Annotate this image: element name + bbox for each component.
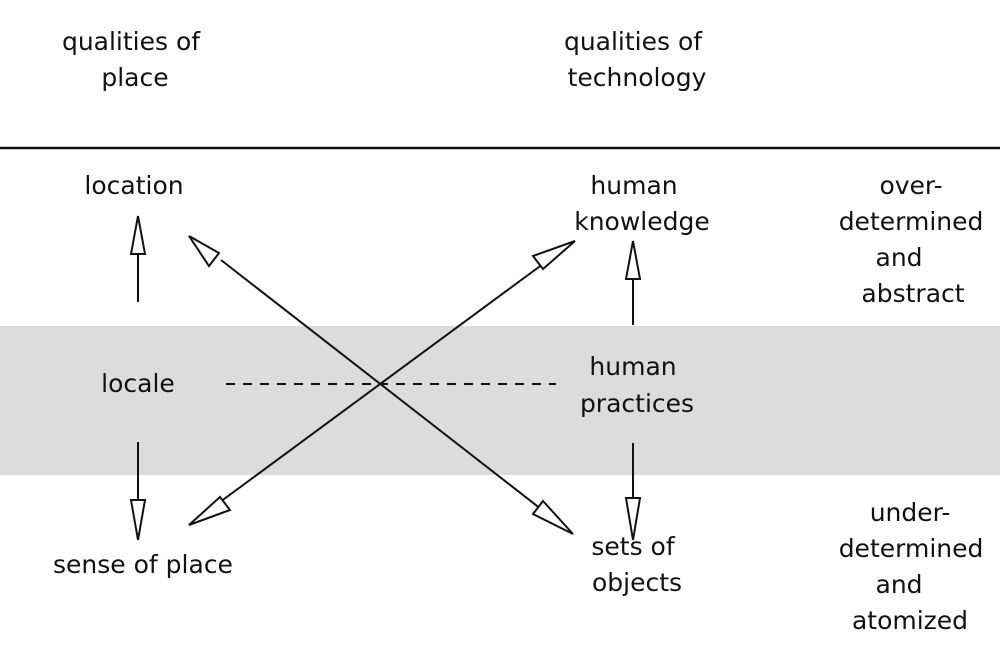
middle-band — [0, 326, 1000, 475]
label-location: location — [84, 171, 183, 200]
label-human-practices: human practices — [580, 352, 694, 418]
arrow-practices-to-knowledge — [624, 240, 642, 325]
arrow-knowledge-to-sense-of-place — [188, 240, 576, 526]
label-over-determined: over- determined and abstract — [839, 171, 992, 308]
header-place: qualities of place — [62, 27, 208, 92]
label-human-knowledge: human knowledge — [574, 171, 710, 236]
label-sense-of-place: sense of place — [53, 550, 233, 579]
label-sets-of-objects: sets of objects — [591, 532, 682, 597]
label-locale: locale — [101, 369, 175, 398]
label-under-determined: under- determined and atomized — [839, 498, 992, 635]
arrow-locale-to-location — [129, 215, 147, 302]
header-technology: qualities of technology — [564, 27, 710, 92]
arrow-locale-to-sense-of-place — [129, 442, 147, 541]
arrow-practices-to-objects — [624, 443, 642, 541]
